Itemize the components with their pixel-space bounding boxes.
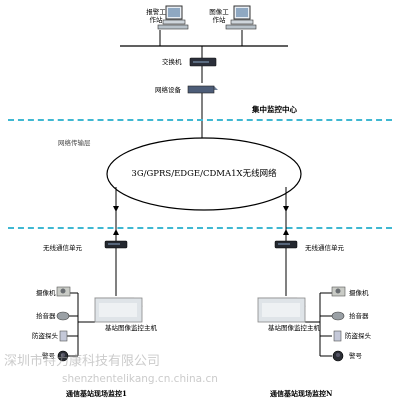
wireless-unit-left-label: 无线通信单元 (43, 244, 82, 252)
device-left-siren-label: 警号 (42, 352, 55, 360)
network-device-icon (187, 85, 218, 94)
wireless-network-label: 3G/GPRS/EDGE/CDMA1X无线网络 (131, 169, 277, 179)
network-device-label: 网络设备 (155, 86, 181, 94)
wireless-unit-right-label: 无线通信单元 (305, 244, 344, 252)
wireless-unit-left-icon (104, 240, 128, 249)
transport-layer-label: 网络传输层 (58, 139, 91, 147)
watermark-company: 深圳市特力康科技有限公司 (4, 354, 161, 369)
site-right-label: 通信基站现场监控N (270, 389, 333, 398)
microphone-right-icon (331, 311, 345, 321)
host-right-label: 基站图像监控主机 (268, 324, 320, 332)
device-left-mic-label: 拾音器 (36, 312, 56, 320)
camera-left-icon (56, 286, 71, 297)
separator-bottom (8, 227, 392, 229)
detector-right-icon (333, 330, 342, 342)
siren-right-icon (332, 350, 344, 362)
site-left-label: 通信基站现场监控1 (66, 389, 127, 398)
device-right-mic-label: 拾音器 (349, 312, 369, 320)
switch-label: 交换机 (162, 58, 182, 66)
device-right-camera-label: 摄像机 (349, 289, 369, 297)
camera-right-icon (331, 286, 346, 297)
workstation-2-icon (225, 5, 257, 30)
workstation-2-label: 图像工 作站 (209, 8, 229, 24)
wireless-cloud (106, 137, 302, 211)
siren-left-icon (57, 350, 69, 362)
host-left-icon (94, 297, 143, 323)
host-right-icon (257, 297, 306, 323)
microphone-left-icon (56, 311, 70, 321)
device-left-camera-label: 摄像机 (36, 289, 56, 297)
separator-top (8, 119, 392, 121)
watermark-url: shenzhentelikang.cn.china.cn (62, 373, 218, 385)
switch-icon (189, 57, 217, 67)
device-right-detector-label: 防盗探头 (345, 332, 371, 340)
device-left-detector-label: 防盗探头 (32, 332, 58, 340)
detector-left-icon (59, 330, 68, 342)
wireless-unit-right-icon (274, 240, 298, 249)
host-left-label: 基站图像监控主机 (105, 324, 157, 332)
device-right-siren-label: 警号 (349, 352, 362, 360)
center-label: 集中监控中心 (252, 105, 297, 114)
workstation-1-icon (157, 5, 189, 30)
workstation-1-label: 报警工 作站 (146, 8, 166, 24)
